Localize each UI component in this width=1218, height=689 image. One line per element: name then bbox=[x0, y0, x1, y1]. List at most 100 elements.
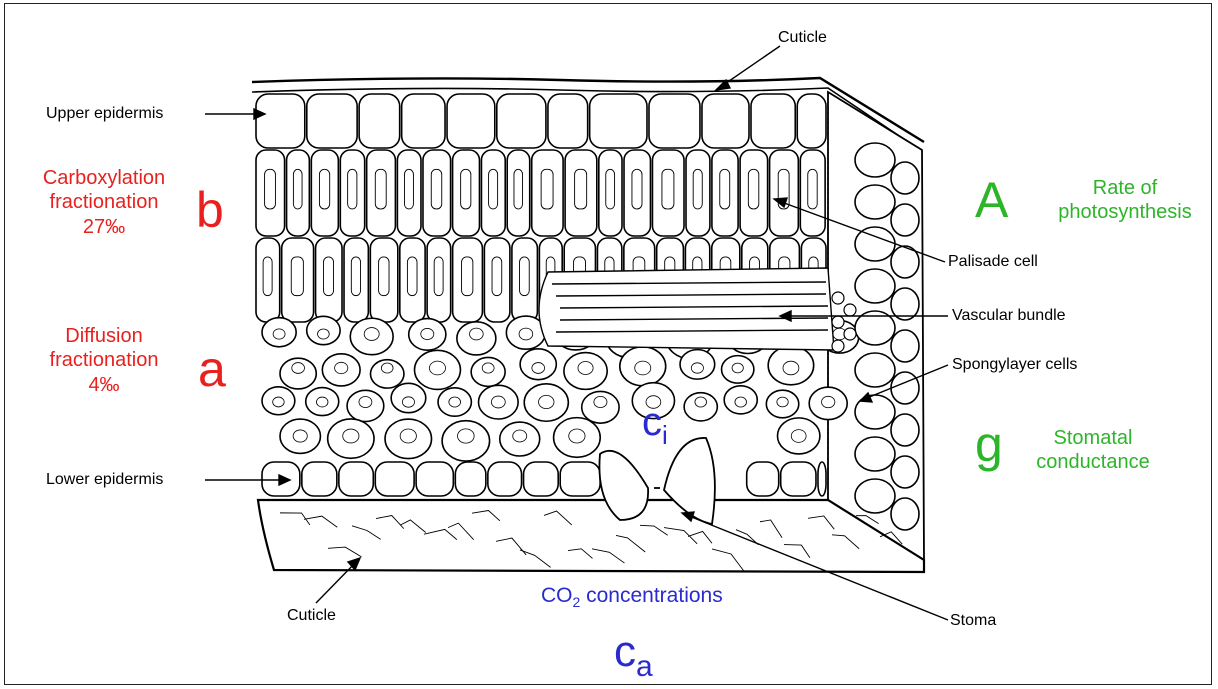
spongy-nucleus bbox=[732, 363, 743, 373]
spongy-nucleus bbox=[318, 329, 330, 339]
co2-concentrations-label: CO2 concentrations bbox=[541, 585, 723, 609]
lower-epidermis-cell bbox=[416, 462, 453, 496]
palisade-nucleus bbox=[351, 257, 360, 296]
photosynthesis-text: Rate of photosynthesis bbox=[1040, 176, 1210, 225]
side-cell bbox=[891, 330, 919, 362]
ca-subscript: a bbox=[636, 650, 653, 683]
palisade-nucleus bbox=[575, 169, 587, 209]
spongy-nucleus bbox=[429, 361, 445, 375]
diffusion-line1: Diffusion bbox=[18, 324, 190, 348]
lower-epidermis-cell bbox=[302, 462, 337, 496]
palisade-nucleus bbox=[291, 257, 303, 296]
carboxylation-text: Carboxylation fractionation 27‰ bbox=[18, 166, 190, 239]
side-cell bbox=[891, 414, 919, 446]
spongy-nucleus bbox=[292, 363, 305, 374]
side-cell bbox=[855, 185, 895, 219]
palisade-nucleus bbox=[319, 169, 329, 209]
ca-symbol: ca bbox=[614, 630, 653, 682]
palisade-nucleus bbox=[748, 169, 758, 209]
spongy-nucleus bbox=[519, 328, 533, 340]
palisade-nucleus bbox=[489, 169, 498, 209]
spongy-nucleus bbox=[539, 395, 554, 408]
palisade-nucleus bbox=[265, 169, 276, 209]
spongy-layer-cells-label: Spongylayer cells bbox=[952, 357, 1077, 373]
carboxylation-symbol-b: b bbox=[196, 180, 224, 241]
palisade-nucleus bbox=[379, 257, 389, 296]
palisade-nucleus bbox=[720, 169, 730, 209]
lower-epidermis-cell bbox=[818, 462, 826, 496]
spongy-nucleus bbox=[400, 429, 416, 443]
lower-epidermis-label: Lower epidermis bbox=[46, 472, 163, 488]
palisade-nucleus bbox=[293, 169, 302, 209]
upper-epidermis-cell bbox=[797, 94, 826, 148]
stoma-label: Stoma bbox=[950, 613, 996, 629]
lower-epidermis-cell bbox=[524, 462, 559, 496]
spongy-nucleus bbox=[470, 328, 484, 340]
upper-epidermis-cell bbox=[307, 94, 357, 148]
side-cell bbox=[891, 162, 919, 194]
conductance-text: Stomatal conductance bbox=[1008, 426, 1178, 475]
spongy-nucleus bbox=[578, 362, 593, 375]
spongy-nucleus bbox=[791, 430, 806, 443]
spongy-nucleus bbox=[273, 397, 284, 407]
upper-epidermis-cell bbox=[402, 94, 445, 148]
upper-epidermis-cell bbox=[359, 94, 400, 148]
palisade-nucleus bbox=[462, 257, 473, 296]
spongy-nucleus bbox=[364, 328, 379, 341]
conductance-symbol-g: g bbox=[975, 414, 1003, 475]
side-cell bbox=[855, 353, 895, 387]
ci-subscript: i bbox=[662, 420, 668, 450]
ci-base: c bbox=[642, 400, 662, 444]
palisade-nucleus bbox=[693, 169, 702, 209]
spongy-nucleus bbox=[783, 361, 799, 375]
palisade-nucleus bbox=[323, 257, 333, 296]
side-cell bbox=[855, 269, 895, 303]
side-cell bbox=[855, 437, 895, 471]
spongy-nucleus bbox=[513, 430, 527, 442]
spongy-nucleus bbox=[458, 429, 475, 443]
lower-epidermis-cell bbox=[339, 462, 373, 496]
side-cell bbox=[891, 288, 919, 320]
cuticle-bottom-label: Cuticle bbox=[287, 608, 336, 624]
diffusion-line2: fractionation bbox=[18, 348, 190, 372]
upper-epidermis-cell bbox=[256, 94, 305, 148]
palisade-nucleus bbox=[263, 257, 272, 296]
palisade-cell-label: Palisade cell bbox=[948, 254, 1038, 270]
lower-epidermis-cell bbox=[781, 462, 816, 496]
photosynthesis-symbol-A: A bbox=[975, 170, 1008, 231]
palisade-nucleus bbox=[492, 257, 502, 296]
side-cell bbox=[891, 456, 919, 488]
photosynthesis-line2: photosynthesis bbox=[1040, 200, 1210, 224]
spongy-nucleus bbox=[569, 429, 585, 443]
vascular-bundle-label: Vascular bundle bbox=[952, 308, 1066, 324]
diffusion-value: 4‰ bbox=[18, 373, 190, 397]
palisade-nucleus bbox=[632, 169, 642, 209]
co2-prefix: CO bbox=[541, 584, 573, 607]
palisade-nucleus bbox=[514, 169, 523, 209]
upper-epidermis-cells bbox=[256, 94, 826, 148]
spongy-nucleus bbox=[359, 396, 372, 407]
upper-epidermis-cell bbox=[497, 94, 546, 148]
upper-epidermis-cell bbox=[649, 94, 700, 148]
lower-epidermis-cell bbox=[560, 462, 600, 496]
palisade-nucleus bbox=[662, 169, 674, 209]
spongy-nucleus bbox=[381, 363, 393, 373]
upper-epidermis-cell bbox=[447, 94, 495, 148]
palisade-nucleus bbox=[461, 169, 471, 209]
palisade-nucleus bbox=[431, 169, 441, 209]
lower-epidermis-cell bbox=[455, 462, 486, 496]
spongy-nucleus bbox=[343, 429, 359, 443]
palisade-nucleus bbox=[541, 169, 553, 209]
ca-base: c bbox=[614, 627, 636, 676]
spongy-nucleus bbox=[691, 363, 703, 373]
spongy-nucleus bbox=[822, 396, 835, 407]
co2-suffix: concentrations bbox=[580, 584, 722, 607]
side-cell bbox=[855, 479, 895, 513]
carboxylation-value: 27‰ bbox=[18, 215, 190, 239]
upper-epidermis-cell bbox=[751, 94, 795, 148]
side-cell bbox=[855, 143, 895, 177]
upper-epidermis-cell bbox=[548, 94, 588, 148]
diffusion-text: Diffusion fractionation 4‰ bbox=[18, 324, 190, 397]
conductance-line1: Stomatal bbox=[1008, 426, 1178, 450]
spongy-nucleus bbox=[777, 397, 788, 407]
